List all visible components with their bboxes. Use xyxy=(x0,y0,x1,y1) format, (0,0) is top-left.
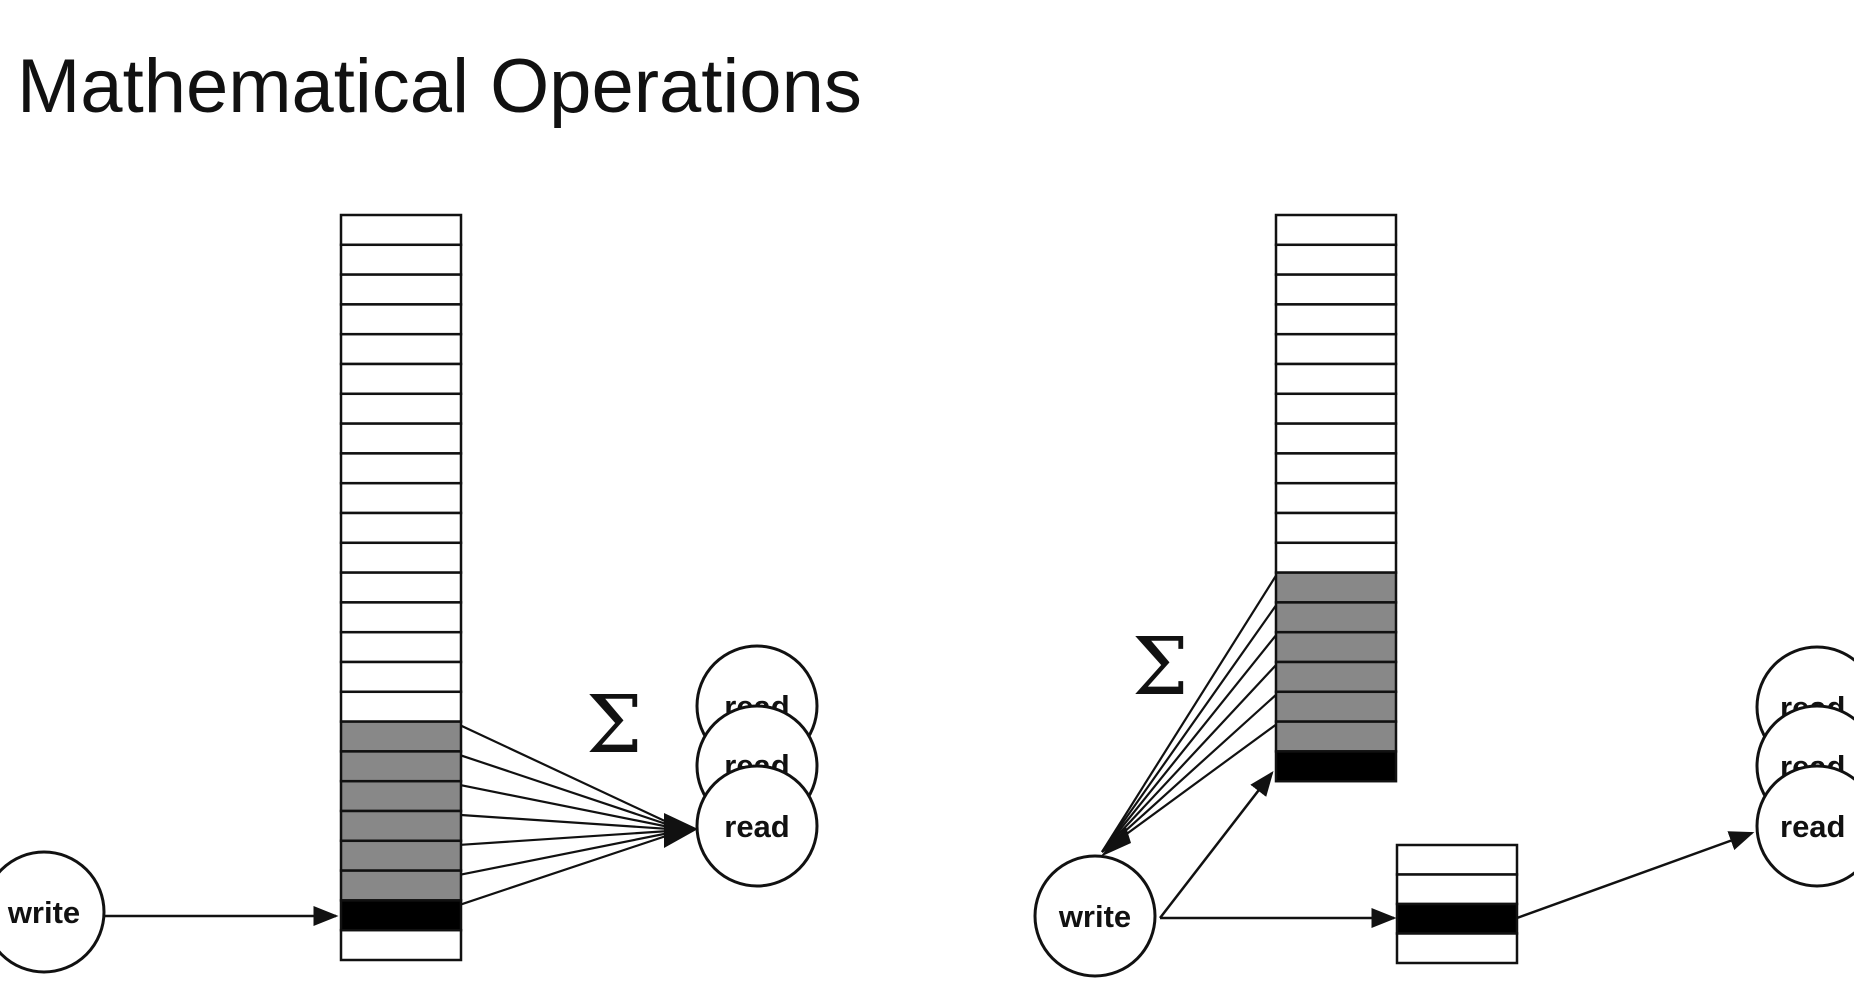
left-memory-empty-cell xyxy=(339,571,463,604)
left-memory-empty-cell xyxy=(339,511,463,545)
left-memory-empty-cell xyxy=(339,660,463,694)
left-sigma-symbol: Σ xyxy=(586,678,643,771)
right-fan-line xyxy=(1101,664,1277,853)
left-memory-empty-cell xyxy=(339,690,463,723)
page-title: Mathematical Operations xyxy=(17,44,862,129)
left-memory-empty-cell xyxy=(339,362,463,396)
left-memory-empty-cell xyxy=(339,303,463,336)
left-panel: Σ write read read read xyxy=(0,213,819,974)
left-fan-line xyxy=(460,828,685,846)
right-memory-read-cell xyxy=(1274,601,1398,634)
right-output-empty-cell xyxy=(1395,873,1519,906)
right-memory-empty-cell xyxy=(1274,303,1398,336)
right-output-write-cell xyxy=(1395,902,1519,935)
left-memory-read-cell xyxy=(339,809,463,843)
left-fan-line xyxy=(460,828,685,906)
right-memory-empty-cell xyxy=(1274,541,1398,574)
right-memory-empty-cell xyxy=(1274,452,1398,485)
right-memory-empty-cell xyxy=(1274,362,1398,396)
left-fan-line xyxy=(460,754,685,832)
right-memory-read-cell xyxy=(1274,571,1398,604)
left-read-fan xyxy=(460,724,685,906)
right-sum-fan xyxy=(1101,575,1277,853)
right-fan-line xyxy=(1101,575,1277,853)
right-write-node: write xyxy=(1033,854,1157,978)
right-memory-empty-cell xyxy=(1274,243,1398,276)
right-memory-empty-cell xyxy=(1274,511,1398,545)
right-memory-read-cell xyxy=(1274,630,1398,664)
right-memory-column xyxy=(1274,213,1398,783)
left-memory-column xyxy=(339,213,463,962)
left-read-label-3: read xyxy=(724,809,789,844)
left-memory-read-cell xyxy=(339,869,463,902)
right-sum-arrowhead xyxy=(1100,827,1131,857)
left-read-arrowhead xyxy=(664,813,698,848)
right-output-buffer xyxy=(1395,843,1519,965)
left-memory-empty-cell xyxy=(339,452,463,485)
right-memory-read-cell xyxy=(1274,660,1398,694)
left-memory-read-cell xyxy=(339,750,463,783)
right-memory-read-cell xyxy=(1274,720,1398,753)
left-memory-read-cell xyxy=(339,779,463,813)
left-memory-empty-cell xyxy=(339,481,463,515)
left-fan-line xyxy=(460,813,685,832)
right-output-empty-cell xyxy=(1395,843,1519,876)
right-write-label: write xyxy=(1058,899,1131,934)
right-output-empty-cell xyxy=(1395,932,1519,965)
right-output-to-read-arrow xyxy=(1516,831,1755,920)
right-fan-line xyxy=(1101,693,1277,853)
right-memory-write-cell xyxy=(1274,750,1398,783)
right-memory-empty-cell xyxy=(1274,273,1398,306)
right-memory-empty-cell xyxy=(1274,422,1398,455)
left-memory-empty-cell xyxy=(339,273,463,306)
left-fan-line xyxy=(460,784,685,832)
left-memory-empty-cell xyxy=(339,601,463,634)
right-memory-empty-cell xyxy=(1274,481,1398,515)
right-fan-line xyxy=(1101,634,1277,853)
right-read-node-3: read xyxy=(1755,764,1854,888)
right-sigma-symbol: Σ xyxy=(1132,620,1189,713)
right-fan-line xyxy=(1101,723,1277,853)
left-memory-empty-cell xyxy=(339,243,463,276)
left-memory-empty-cell xyxy=(339,332,463,366)
right-fan-line xyxy=(1101,604,1277,853)
left-memory-read-cell xyxy=(339,720,463,753)
left-memory-empty-cell xyxy=(339,422,463,455)
left-memory-empty-cell xyxy=(339,928,463,962)
left-memory-empty-cell xyxy=(339,541,463,574)
right-memory-empty-cell xyxy=(1274,392,1398,425)
left-fan-line xyxy=(460,828,685,876)
right-panel: Σ write read read read xyxy=(1033,213,1854,978)
right-read-label-3: read xyxy=(1780,809,1845,844)
left-memory-empty-cell xyxy=(339,392,463,425)
left-read-node-3: read xyxy=(695,764,819,888)
left-write-node: write xyxy=(0,850,106,974)
left-memory-read-cell xyxy=(339,839,463,872)
left-write-label: write xyxy=(7,895,80,930)
left-memory-write-cell xyxy=(339,899,463,932)
right-memory-read-cell xyxy=(1274,690,1398,723)
left-memory-empty-cell xyxy=(339,630,463,664)
left-fan-line xyxy=(460,724,685,831)
right-memory-empty-cell xyxy=(1274,213,1398,247)
right-write-to-memory-arrow xyxy=(1159,771,1274,919)
left-memory-empty-cell xyxy=(339,213,463,247)
right-memory-empty-cell xyxy=(1274,332,1398,366)
